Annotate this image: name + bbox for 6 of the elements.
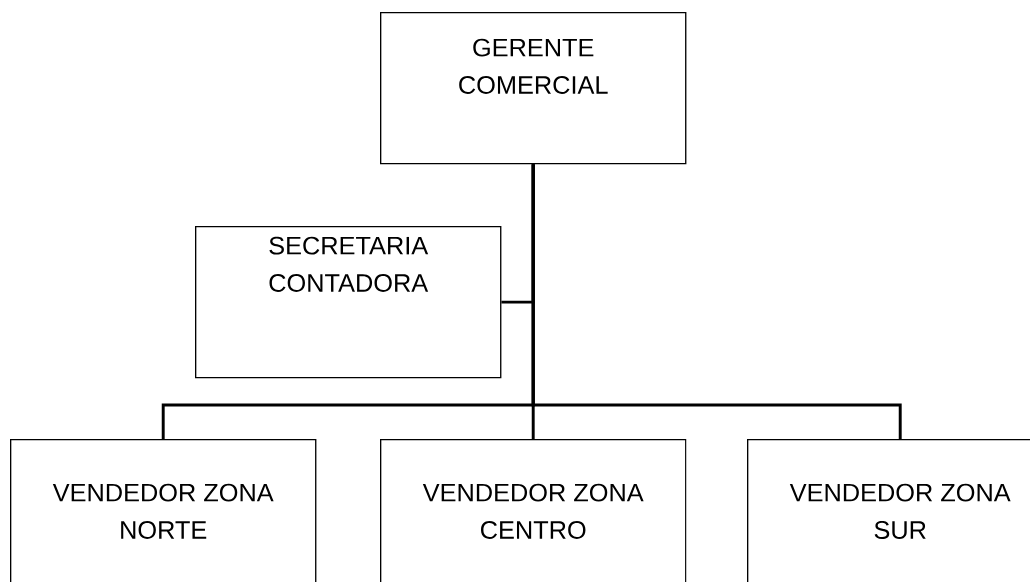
org-box: VENDEDOR ZONA SUR: [747, 439, 1030, 582]
org-box: VENDEDOR ZONA CENTRO: [380, 439, 687, 582]
org-box: SECRETARIA CONTADORA: [195, 226, 502, 379]
org-box: VENDEDOR ZONA NORTE: [10, 439, 317, 582]
connector-line: [531, 164, 902, 439]
org-box: GERENTE COMERCIAL: [380, 12, 687, 165]
